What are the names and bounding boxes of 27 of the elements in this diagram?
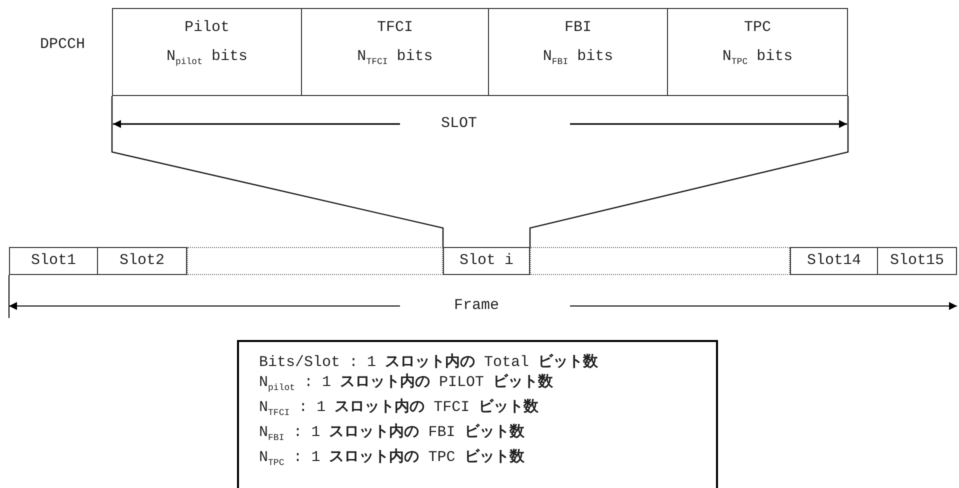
slot-box: Slot14 bbox=[790, 247, 878, 275]
field-name: Pilot bbox=[183, 19, 230, 36]
field-size: N$_{TPC}$ bits bbox=[721, 48, 794, 67]
field-cell bbox=[667, 8, 848, 96]
field-size: N$_{TFCI}$ bits bbox=[356, 48, 434, 67]
field-cell bbox=[488, 8, 668, 96]
field-cell bbox=[301, 8, 489, 96]
definition-line: N$_{TFCI}$ : 1 スロット内の TFCI ビット数 bbox=[259, 397, 540, 420]
field-name: FBI bbox=[563, 19, 592, 36]
definition-box bbox=[237, 340, 718, 488]
definition-line: N$_{TPC}$ : 1 スロット内の TPC ビット数 bbox=[259, 447, 526, 470]
field-size: N$_{pilot}$ bits bbox=[165, 48, 249, 67]
slot-box: Slot i bbox=[443, 247, 530, 275]
slot-box: Slot15 bbox=[877, 247, 957, 275]
dotted-slot-gap bbox=[187, 247, 443, 275]
field-cell bbox=[112, 8, 302, 96]
zoom-line bbox=[111, 96, 444, 247]
definition-line: N$_{pilot}$ : 1 スロット内の PILOT ビット数 bbox=[259, 372, 554, 395]
zoom-line bbox=[529, 96, 849, 247]
slot-box: Slot1 bbox=[9, 247, 98, 275]
field-name: TFCI bbox=[376, 19, 414, 36]
definition-line: Bits/Slot : 1 スロット内の Total ビット数 bbox=[259, 352, 600, 372]
field-size: N$_{FBI}$ bits bbox=[542, 48, 614, 67]
definition-line: N$_{FBI}$ : 1 スロット内の FBI ビット数 bbox=[259, 422, 526, 445]
dotted-slot-gap bbox=[530, 247, 790, 275]
field-name: TPC bbox=[742, 19, 772, 36]
slot-box: Slot2 bbox=[97, 247, 187, 275]
